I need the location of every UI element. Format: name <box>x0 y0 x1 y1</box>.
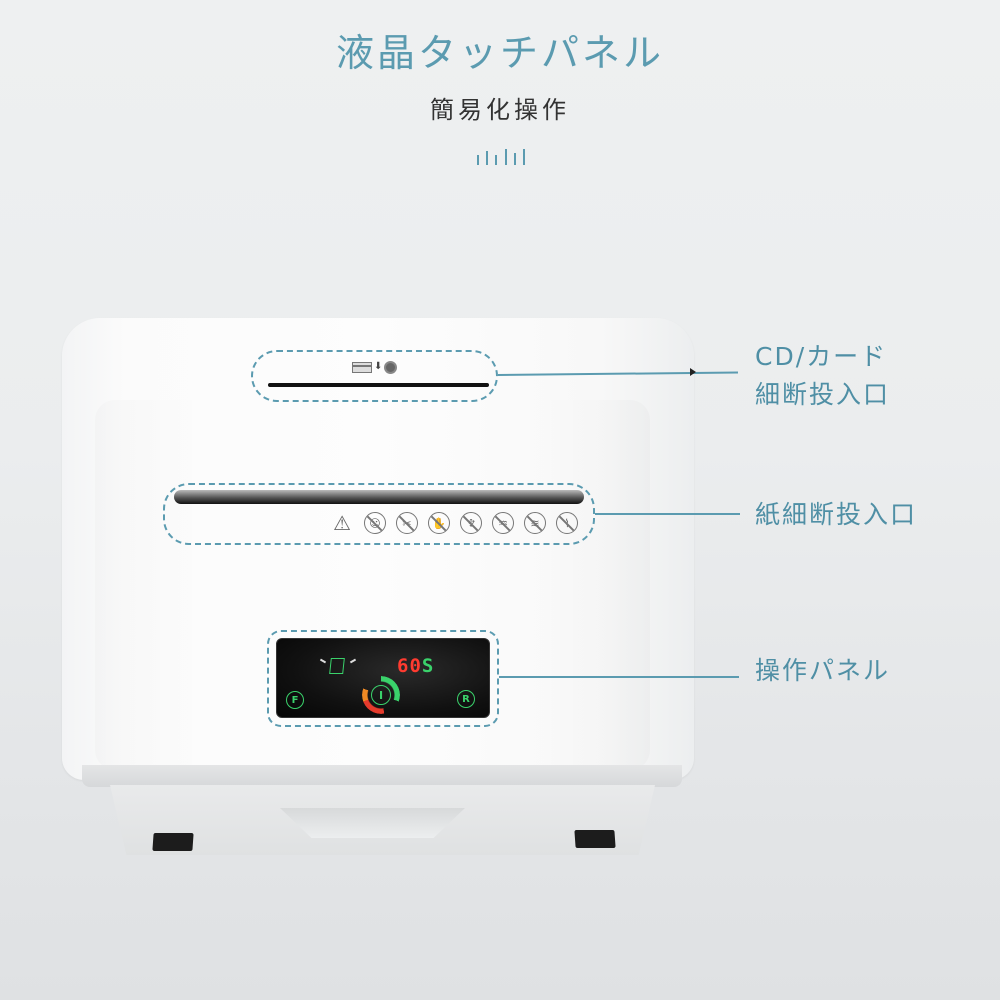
paper-slot[interactable] <box>174 490 584 504</box>
callout-label-paper-slot: 紙細断投入口 <box>755 500 918 529</box>
cursor-arrow-icon <box>690 368 696 376</box>
bin-handle[interactable] <box>280 808 465 838</box>
power-button[interactable]: I <box>371 685 391 705</box>
callout-line-panel <box>499 676 739 678</box>
paper-slot-highlight <box>163 483 595 545</box>
card-disc-symbols: ⬇ <box>352 360 398 374</box>
card-cd-slot[interactable] <box>268 383 489 387</box>
no-necktie-icon: ♆ <box>460 512 482 534</box>
card-icon <box>352 361 372 373</box>
caster-left <box>152 833 194 851</box>
timer-unit: S <box>421 655 435 677</box>
no-tie-icon: ✂ <box>396 512 418 534</box>
no-hair-icon: ♒ <box>492 512 514 534</box>
page-subtitle: 簡易化操作 <box>430 96 570 124</box>
callout-label-line1: CD/カード <box>755 342 888 371</box>
disc-icon <box>384 360 398 374</box>
timer-value: 60 <box>397 655 422 677</box>
caster-right <box>574 830 616 848</box>
safety-warning-icons: ⚠ ☺ ✂ ✋ ♆ ♒ ≋ ⌇ <box>330 512 578 534</box>
card-slot-highlight <box>251 350 498 402</box>
no-hands-icon: ✋ <box>428 512 450 534</box>
page-title: 液晶タッチパネル <box>335 31 664 75</box>
arrow-down-icon: ⬇ <box>374 361 383 372</box>
reverse-button[interactable]: R <box>457 690 475 708</box>
callout-label-control-panel: 操作パネル <box>755 656 891 685</box>
callout-label-line2: 細断投入口 <box>755 380 891 409</box>
no-children-icon: ☺ <box>364 512 386 534</box>
timer-display: 60S <box>397 655 434 677</box>
forward-button[interactable]: F <box>286 691 304 709</box>
lid-rim <box>82 765 682 787</box>
decorative-ticks-icon <box>477 145 525 165</box>
no-spray-icon: ≋ <box>524 512 546 534</box>
control-panel-highlight <box>267 630 499 727</box>
callout-label-card-slot: CD/カード 細断投入口 <box>755 338 890 414</box>
warning-triangle-icon: ⚠ <box>333 512 351 534</box>
callout-line-paper <box>595 513 740 515</box>
